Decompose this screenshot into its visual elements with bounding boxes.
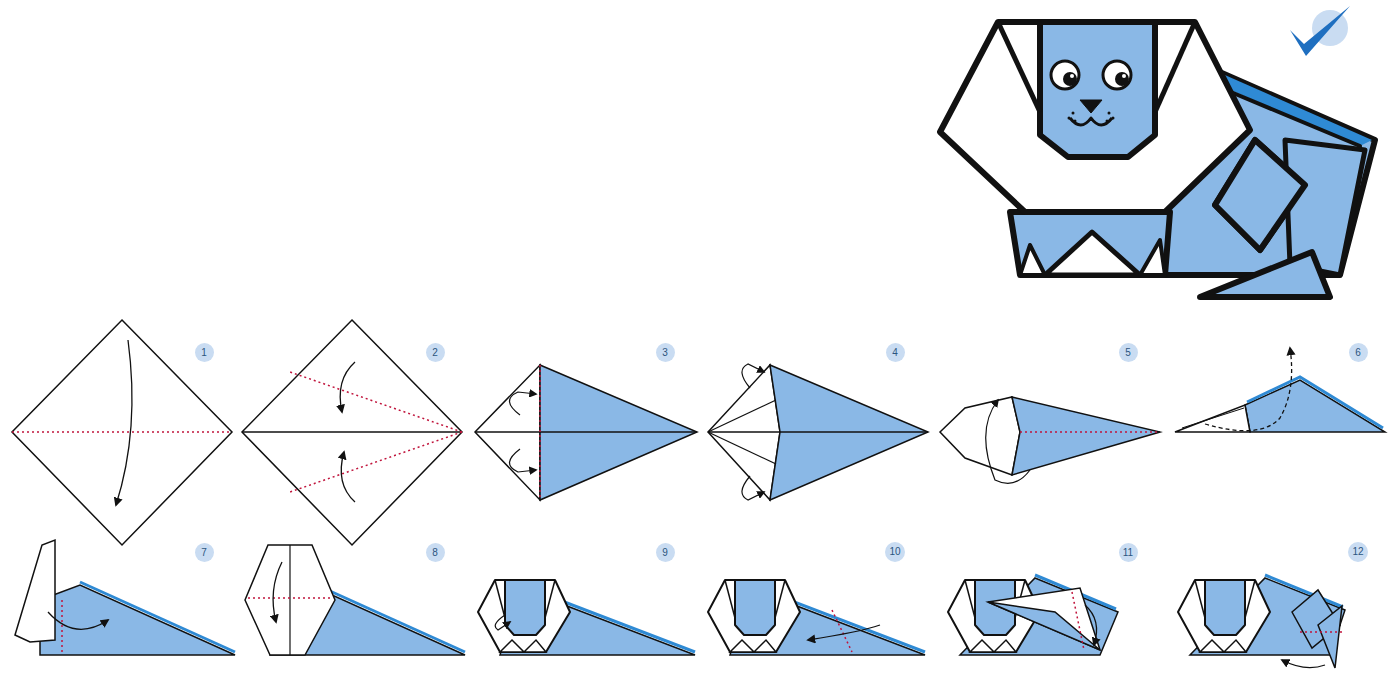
step-10-figure [708, 580, 925, 655]
dog-front-legs [1010, 212, 1170, 275]
step-number: 2 [426, 343, 445, 362]
step-5-figure [940, 397, 1160, 483]
step-4-figure [708, 364, 928, 500]
badge-circle-fill [656, 543, 675, 562]
check-mark [1290, 6, 1350, 56]
dog-tail [1200, 252, 1330, 297]
badge-circle-fill [195, 543, 214, 562]
step-1-figure [12, 320, 232, 545]
step-number-badge: 11 [1119, 543, 1138, 562]
step-number: 7 [195, 543, 214, 562]
dog-eye [1051, 61, 1079, 89]
dog-head [940, 22, 1250, 212]
step-number-badge: 8 [426, 543, 445, 562]
step-number-badge: 3 [656, 343, 675, 362]
badge-circle-fill [656, 343, 675, 362]
dog-mouth [1070, 118, 1112, 125]
step-6-figure [1175, 348, 1385, 432]
step-number: 10 [885, 542, 905, 562]
badge-circle-fill [426, 343, 445, 362]
step-number: 8 [426, 543, 445, 562]
step-number: 12 [1348, 542, 1368, 562]
dog-nose [1080, 100, 1102, 113]
step-3-figure [475, 365, 697, 500]
step-11-figure [948, 575, 1118, 655]
step-number-badge: 5 [1119, 343, 1138, 362]
step-number-badge: 6 [1349, 343, 1368, 362]
step-number-badge: 12 [1348, 542, 1368, 562]
badge-circle-fill [885, 542, 905, 562]
step-number-badge: 2 [426, 343, 445, 362]
step-9-figure [478, 580, 695, 655]
step-12-figure [1178, 575, 1345, 668]
step-number-badge: 7 [195, 543, 214, 562]
dog-eye [1103, 61, 1131, 89]
step-number-badge: 1 [195, 343, 214, 362]
badge-circle-fill [1119, 343, 1138, 362]
step-8-figure [245, 545, 465, 655]
step-2-figure [242, 320, 462, 545]
step-number: 9 [656, 543, 675, 562]
badge-circle-fill [195, 343, 214, 362]
step-number: 6 [1349, 343, 1368, 362]
step-number-badge: 10 [885, 542, 905, 562]
badge-circle-fill [1119, 543, 1138, 562]
finished-dog [940, 22, 1375, 297]
step-number-badge: 9 [656, 543, 675, 562]
step-number: 5 [1119, 343, 1138, 362]
step-number: 11 [1119, 543, 1138, 562]
step-number: 3 [656, 343, 675, 362]
step-7-figure [15, 540, 235, 655]
dog-face [1040, 22, 1155, 157]
step-number: 4 [886, 343, 905, 362]
badge-circle-fill [426, 543, 445, 562]
badge-circle-fill [886, 343, 905, 362]
badge-circle-fill [1349, 343, 1368, 362]
step-number: 1 [195, 343, 214, 362]
badge-circle-fill [1348, 542, 1368, 562]
step-number-badge: 4 [886, 343, 905, 362]
